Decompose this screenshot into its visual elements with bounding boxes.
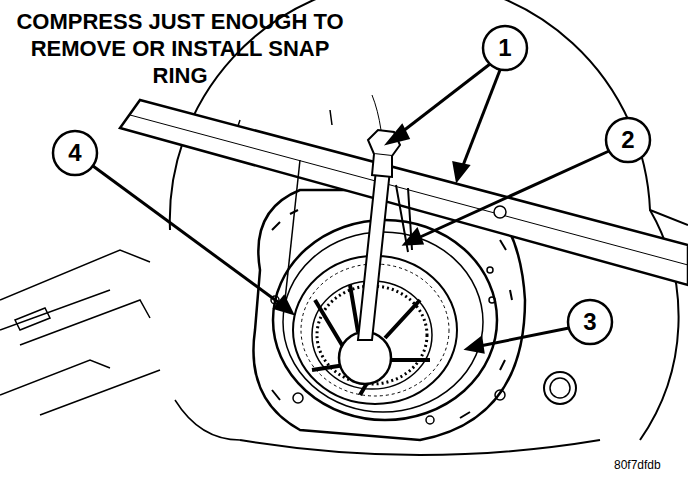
callout-number: 3 [583, 308, 596, 336]
instruction-note: COMPRESS JUST ENOUGH TO REMOVE OR INSTAL… [5, 8, 355, 89]
callout-number: 4 [68, 139, 81, 167]
callout-number: 2 [621, 126, 634, 154]
figure-code: 80f7dfdb [614, 458, 661, 472]
callout-number: 1 [498, 34, 511, 62]
